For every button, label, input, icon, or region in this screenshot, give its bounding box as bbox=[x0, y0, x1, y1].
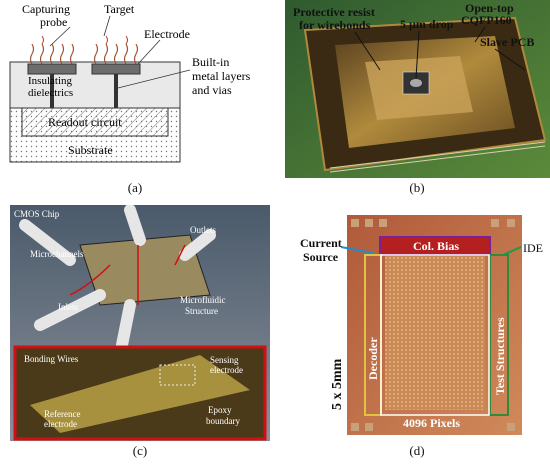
panel-b-photo: Protective resist for wirebonds 5 µm dro… bbox=[285, 0, 550, 178]
leader-lines bbox=[49, 15, 191, 89]
probe-strands bbox=[29, 43, 139, 65]
panel-c-photo: CMOS Chip Microchannels Outlets Inlets M… bbox=[10, 204, 270, 441]
label-insulating-1: Insulating bbox=[28, 75, 72, 87]
test-structures-box bbox=[489, 254, 509, 416]
drop bbox=[410, 79, 422, 87]
label-builtin-3: and vias bbox=[192, 83, 232, 97]
label-pixels: 4096 Pixels bbox=[403, 416, 460, 430]
label-substrate: Substrate bbox=[68, 143, 113, 157]
current-source-arrow bbox=[340, 246, 374, 254]
panel-a-diagram: Capturing probe Target Electrode Insulat… bbox=[9, 2, 251, 163]
label-decoder: Decoder bbox=[366, 337, 380, 380]
microfluidic-chip bbox=[79, 234, 211, 306]
label-inlets: Inlets bbox=[58, 302, 78, 312]
label-slave: Slave PCB bbox=[480, 35, 534, 49]
label-current-source-1: Current bbox=[300, 236, 342, 250]
leader-lines-b bbox=[354, 26, 526, 79]
label-sensing-1: Sensing bbox=[210, 355, 239, 365]
label-microfluidic-2: Structure bbox=[185, 306, 218, 316]
panel-c: CMOS Chip Microchannels Outlets Inlets M… bbox=[10, 204, 275, 466]
label-cmos: CMOS Chip bbox=[14, 209, 60, 219]
label-reference-2: electrode bbox=[44, 419, 77, 429]
ide-arrow bbox=[502, 246, 522, 256]
label-opentop-2: CQFP160 bbox=[461, 13, 512, 27]
label-builtin-2: metal layers bbox=[192, 69, 251, 83]
label-target: Target bbox=[104, 2, 135, 16]
label-epoxy-2: boundary bbox=[206, 416, 240, 426]
via-right bbox=[114, 74, 118, 108]
readout-layer bbox=[21, 107, 169, 137]
sensing-box bbox=[159, 364, 196, 386]
target-strands bbox=[41, 35, 128, 45]
label-sensing-2: electrode bbox=[210, 365, 243, 375]
caption-b: (b) bbox=[409, 180, 425, 195]
panel-b: Protective resist for wirebonds 5 µm dro… bbox=[285, 0, 550, 205]
caption-c: (c) bbox=[132, 443, 148, 458]
label-ide: IDE bbox=[523, 241, 543, 255]
caption-a: (a) bbox=[127, 180, 143, 195]
pixel-array bbox=[385, 250, 485, 410]
electrode-right bbox=[91, 63, 141, 75]
package-pins bbox=[329, 141, 546, 173]
bond-pads bbox=[351, 219, 515, 431]
label-epoxy-1: Epoxy bbox=[208, 405, 232, 415]
panel-d-photo: Current Source Col. Bias IDE Decoder Tes… bbox=[300, 215, 543, 435]
label-microchannels: Microchannels bbox=[30, 249, 84, 259]
label-current-source-2: Source bbox=[303, 250, 339, 264]
pixel-box bbox=[380, 254, 490, 416]
label-test: Test Structures bbox=[493, 317, 507, 395]
label-protective-2: for wirebonds bbox=[299, 18, 371, 32]
label-builtin-1: Built-in bbox=[192, 55, 229, 69]
via-left bbox=[50, 74, 54, 108]
label-readout: Readout circuit bbox=[48, 115, 122, 129]
label-drop: 5 µm drop bbox=[400, 17, 454, 31]
label-size: 5 x 5mm bbox=[330, 358, 345, 410]
label-capturing-probe-1: Capturing bbox=[22, 2, 70, 16]
label-capturing-probe-2: probe bbox=[40, 15, 67, 29]
label-reference-1: Reference bbox=[44, 409, 80, 419]
red-arrows bbox=[69, 244, 186, 305]
panel-d: Current Source Col. Bias IDE Decoder Tes… bbox=[285, 205, 550, 466]
label-electrode: Electrode bbox=[144, 27, 190, 41]
label-outlets: Outlets bbox=[190, 225, 216, 235]
label-insulating-2: dielectrics bbox=[28, 87, 73, 99]
panel-a: Capturing probe Target Electrode Insulat… bbox=[0, 0, 275, 205]
label-microfluidic-1: Microfluidic bbox=[180, 295, 226, 305]
label-colbias: Col. Bias bbox=[413, 239, 459, 253]
label-bonding: Bonding Wires bbox=[24, 354, 79, 364]
label-opentop-1: Open-top bbox=[465, 1, 514, 15]
caption-d: (d) bbox=[409, 443, 425, 458]
electrode-left bbox=[27, 63, 77, 75]
label-protective-1: Protective resist bbox=[293, 5, 375, 19]
